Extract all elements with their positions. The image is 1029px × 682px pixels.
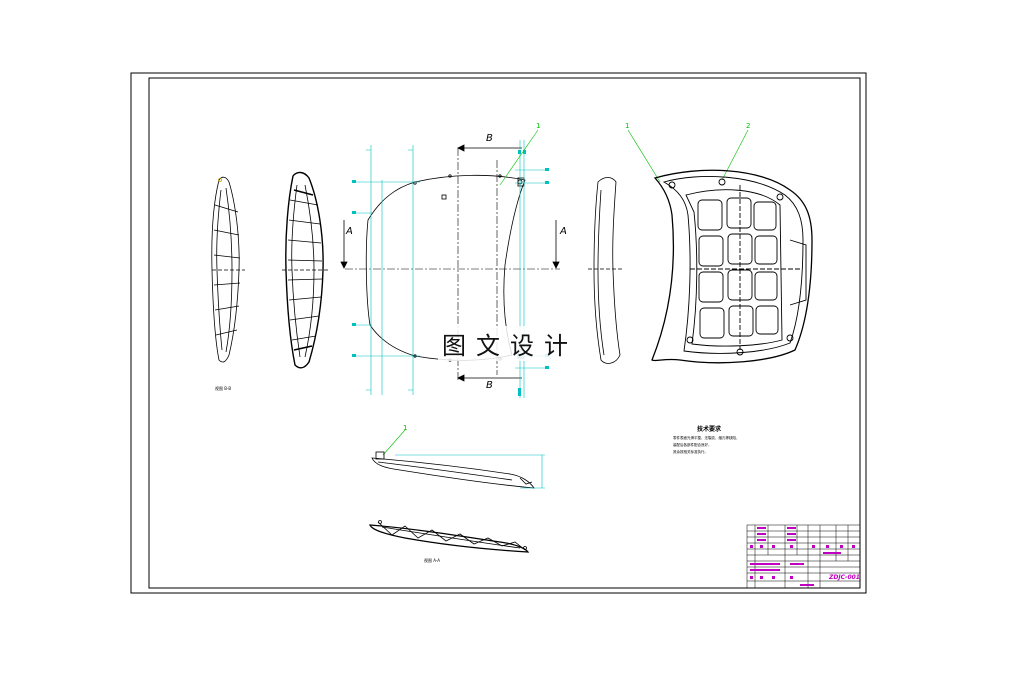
inner-border [148,77,861,589]
section-label-b-bottom: B [486,380,493,391]
callout-label: 1 [625,122,630,130]
callout-label: 1 [403,424,408,432]
bottom-view-dimensions [395,454,545,489]
dimension-lines [355,140,548,398]
watermark: 图文设计 [438,326,582,361]
section-label-a-right: A [560,226,567,237]
technical-requirements-title: 技术要求 [697,426,722,433]
rear-view [651,169,813,364]
callout-label: 1 [536,122,541,130]
outer-border [130,72,867,594]
bottom-view-lower [369,520,530,553]
drawing-code: ZDJC-001 [829,574,860,581]
technical-requirement-line: 装配后各部件配合良好， [673,443,712,447]
section-markers [340,144,560,382]
reinforcement-cells [697,197,779,339]
section-label-a-left: A [346,226,353,237]
bottom-view-upper [371,451,535,489]
technical-requirement-line: 其余按相关标准执行。 [673,450,708,454]
view-label-bottom: 视图 A-A [424,558,441,563]
callout-label: 2 [746,122,751,130]
title-block-fills [750,527,855,586]
title-block [746,524,861,589]
technical-requirement-line: 零件表面光滑平整，无裂纹、缩孔等缺陷， [673,436,740,440]
side-view-left [211,176,245,363]
callout-leaders [382,129,749,456]
section-label-b-top: B [486,133,493,144]
profile-view [588,177,624,364]
side-view-right [282,171,328,369]
view-label-left: 视图 B-B [215,386,232,391]
